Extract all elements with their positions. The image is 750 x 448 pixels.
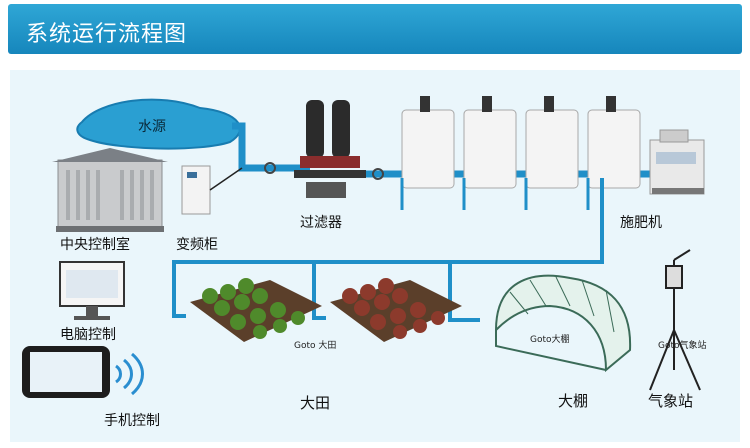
fertilizer-machine-label: 施肥机: [620, 215, 662, 231]
field-branch-2: [312, 262, 326, 320]
title-banner: 系统运行流程图: [8, 4, 742, 54]
flow-diagram: [22, 96, 705, 398]
mobile-control-label: 手机控制: [104, 413, 160, 429]
supply-pipe: [232, 122, 310, 172]
goto-greenhouse-label: Goto大棚: [530, 335, 570, 345]
field-plot-2: [330, 278, 462, 342]
weather-station-label: 气象站: [648, 392, 694, 410]
control-room-label: 中央控制室: [60, 237, 130, 253]
filter-assembly: [264, 100, 384, 198]
fertilizer-tanks: [401, 96, 641, 189]
weather-station: [649, 249, 701, 391]
goto-weather-label: Goto气象站: [658, 341, 707, 351]
distribution-pipe: [172, 178, 604, 318]
pc-control-label: 电脑控制: [60, 327, 116, 343]
field-plot-1: [190, 278, 322, 342]
greenhouse-branch: [448, 262, 480, 322]
page-title: 系统运行流程图: [26, 22, 188, 47]
mobile-phone: [22, 346, 144, 398]
greenhouse-label: 大棚: [558, 392, 589, 410]
vfd-cabinet-label: 变频柜: [176, 237, 218, 253]
greenhouse: [494, 274, 632, 373]
pc-monitor: [59, 261, 125, 320]
control-room-building: [52, 148, 168, 232]
water-source-pond: [76, 98, 241, 150]
flow-diagram-panel: 水源 中央控制室 变频柜 过滤器 施肥机 电脑控制 手机控制 大田 大棚 气象站…: [10, 70, 740, 442]
vfd-cabinet: [181, 165, 243, 215]
fertilizer-machine: [649, 129, 705, 195]
goto-field-label: Goto 大田: [294, 341, 337, 351]
water-source-label: 水源: [138, 119, 166, 135]
field-label: 大田: [300, 394, 331, 412]
filter-label: 过滤器: [300, 215, 342, 231]
